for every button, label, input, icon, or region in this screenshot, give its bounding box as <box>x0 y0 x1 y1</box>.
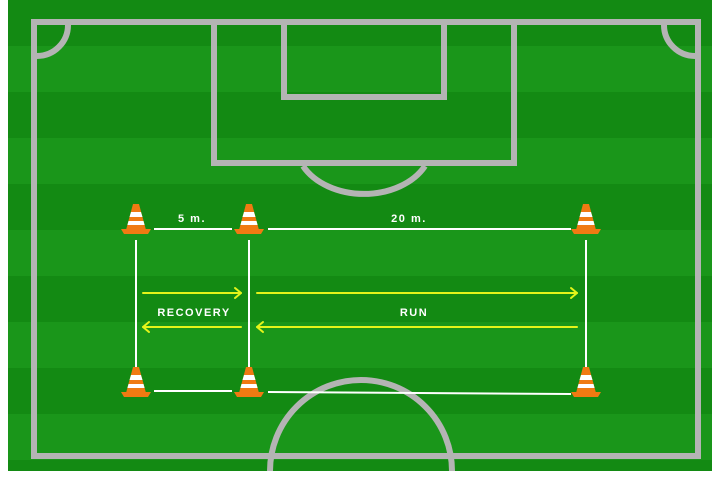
distance-label-20m: 20 m. <box>391 213 427 225</box>
grass-stripe <box>8 46 712 92</box>
grass <box>8 0 712 471</box>
distance-label-5m: 5 m. <box>178 213 206 225</box>
recovery-label: RECOVERY <box>157 307 230 319</box>
grass-stripe <box>8 322 712 368</box>
run-label: RUN <box>400 307 428 319</box>
grass-stripe <box>8 230 712 276</box>
